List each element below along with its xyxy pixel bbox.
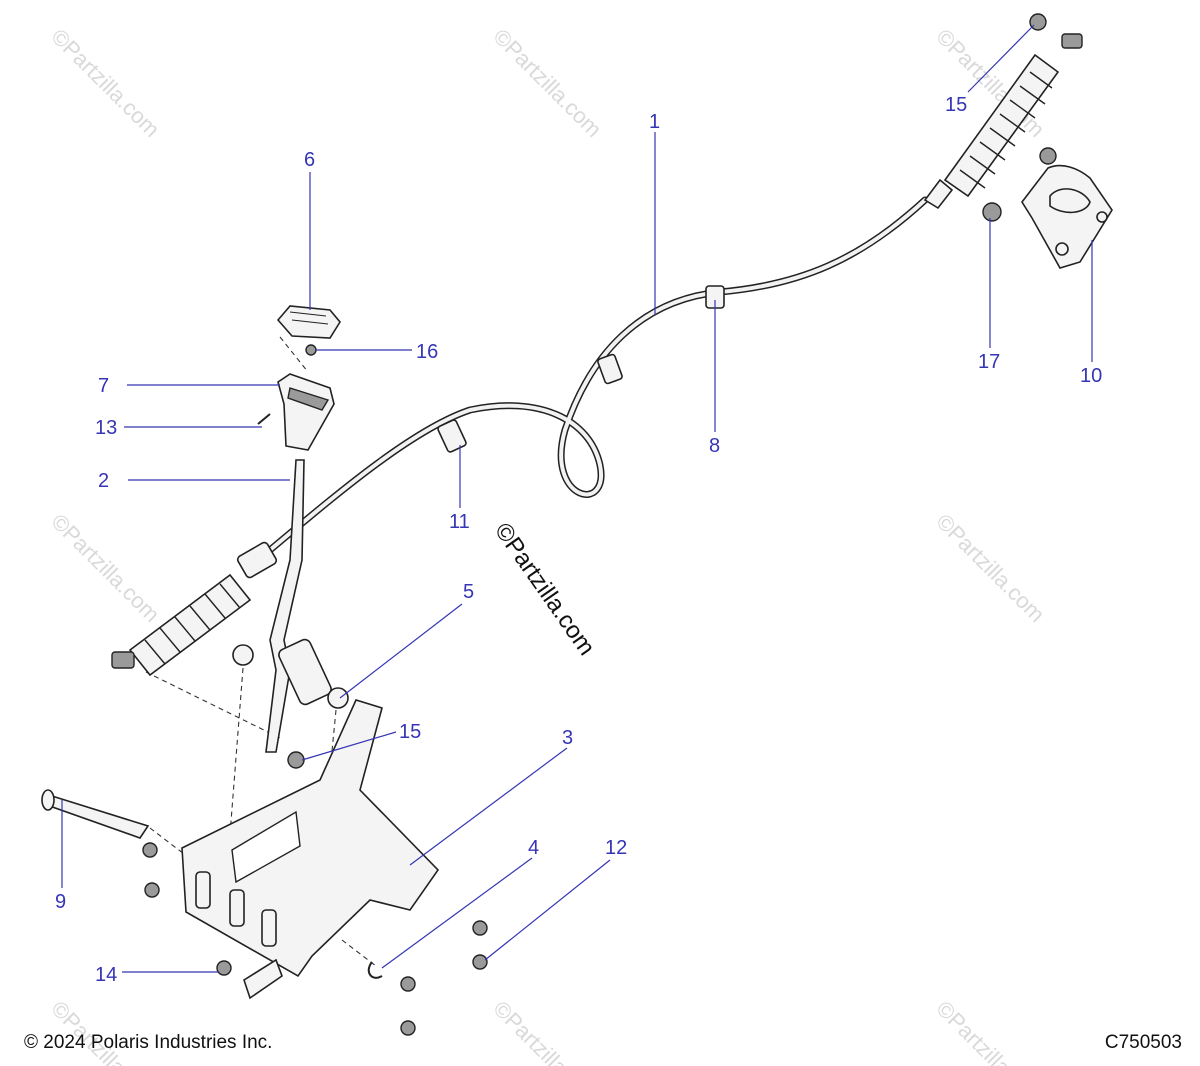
cable-clip-11	[437, 419, 467, 453]
callout-9: 9	[55, 891, 66, 913]
shift-knob	[257, 305, 341, 451]
callout-4: 4	[528, 837, 539, 859]
callout-7: 7	[98, 375, 109, 397]
leader-lines	[61, 24, 1093, 973]
callout-17: 17	[978, 351, 1000, 373]
watermark: ©Partzilla.com	[46, 24, 164, 142]
mounting-bracket	[181, 699, 440, 1000]
callout-11: 11	[449, 511, 470, 533]
cable-clips	[437, 285, 725, 453]
callout-13: 13	[95, 417, 117, 439]
callout-12: 12	[605, 837, 627, 859]
diagram-code: C750503	[1104, 1032, 1182, 1053]
watermark: ©Partzilla.com	[46, 509, 164, 627]
callout-1: 1	[649, 111, 660, 133]
watermark: ©Partzilla.com	[46, 996, 164, 1066]
callout-2: 2	[98, 470, 109, 492]
copyright-notice: © 2024 Polaris Industries Inc.	[24, 1032, 273, 1053]
watermark: ©Partzilla.com	[488, 996, 606, 1066]
watermark-center: ©Partzilla.com	[489, 518, 600, 661]
callout-15-top: 15	[945, 94, 967, 116]
callout-16: 16	[416, 341, 438, 363]
callout-10: 10	[1080, 365, 1102, 387]
callout-14: 14	[95, 964, 117, 986]
fasteners	[41, 789, 488, 1036]
bracket-10	[982, 13, 1113, 269]
watermark: ©Partzilla.com	[931, 509, 1049, 627]
callout-6: 6	[304, 149, 315, 171]
shift-cable	[111, 33, 1083, 677]
watermark: ©Partzilla.com	[931, 996, 1049, 1066]
callout-15-bottom: 15	[399, 721, 421, 743]
callout-8: 8	[709, 435, 720, 457]
callout-3: 3	[562, 727, 573, 749]
shift-lever	[232, 459, 349, 769]
callout-5: 5	[463, 581, 474, 603]
watermark: ©Partzilla.com	[488, 24, 606, 142]
callouts: 1 2 3 4 5 6 7 8 9 10 11 12 13 14 15 15 1…	[55, 94, 1102, 986]
